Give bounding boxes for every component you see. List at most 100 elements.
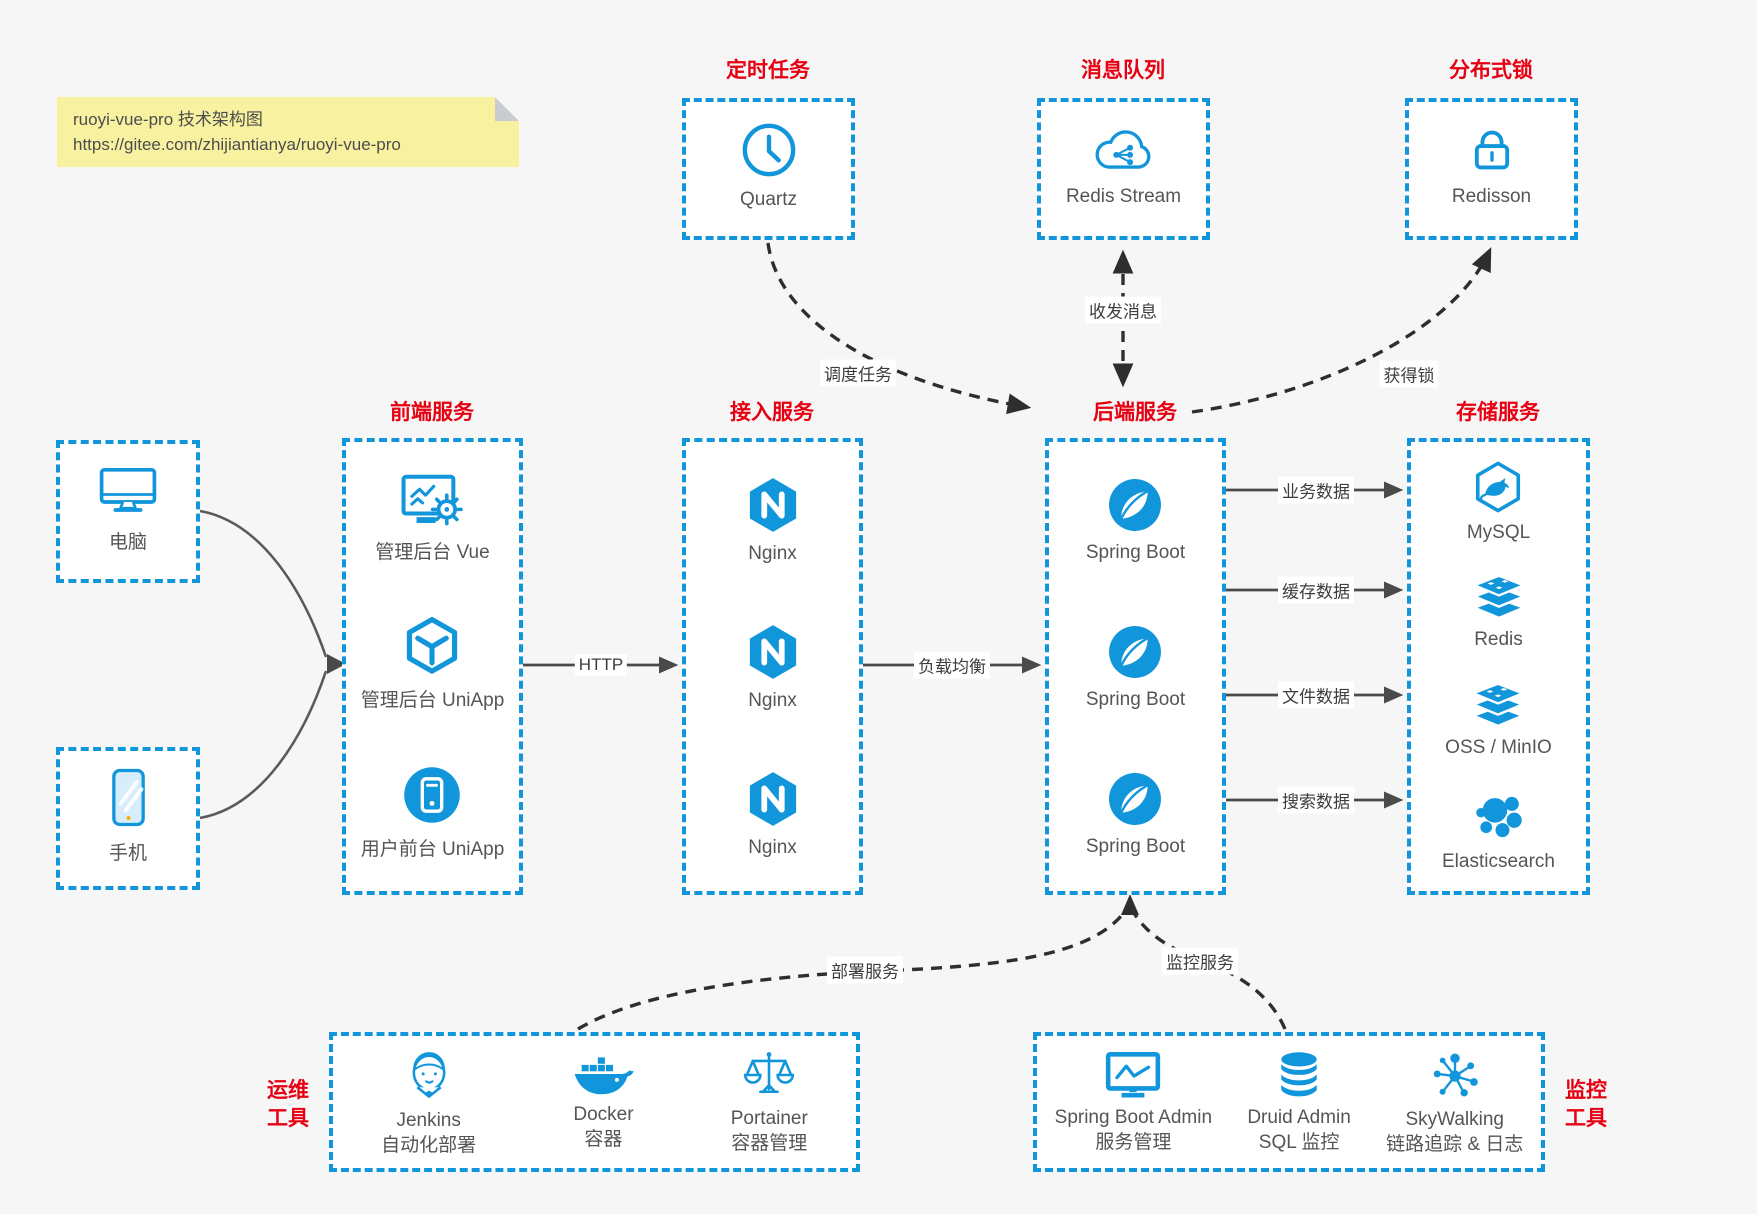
note-url: https://gitee.com/zhijiantianya/ruoyi-vu… [73,135,401,154]
phone-label: 手机 [108,842,147,864]
docker-name: Docker [573,1104,634,1125]
docker-desc: 容器 [584,1129,623,1150]
ops-side-line1: 运维 [267,1079,309,1102]
ops-tools-box: Jenkins 自动化部署 Docker 容器 Portainer 容器管理 [329,1032,860,1172]
mysql-label: MySQL [1466,522,1531,544]
oss-minio-label: OSS / MinIO [1445,736,1552,758]
edge-label-load-balance: 负载均衡 [914,651,990,679]
cube-icon [401,615,463,677]
item-spring-boot-admin: Spring Boot Admin 服务管理 [1055,1050,1212,1155]
redisson-box: Redisson [1405,98,1578,240]
skywalking-name: SkyWalking [1405,1108,1504,1130]
portainer-name: Portainer [730,1107,808,1129]
monitor-tools-box: Spring Boot Admin 服务管理 Druid Admin SQL 监… [1033,1032,1545,1172]
pc-to-frontend-line [199,509,328,658]
monitor-side-line2: 工具 [1565,1107,1607,1130]
item-druid-admin: Druid Admin SQL 监控 [1247,1050,1351,1155]
item-nginx-3: Nginx [743,769,803,859]
node-graph-icon [1428,1048,1482,1102]
edge-label-deploy-service: 部署服务 [827,956,903,984]
item-spring-boot-2: Spring Boot [1086,623,1185,711]
ops-side-line2: 工具 [267,1107,309,1130]
nginx-label-2: Nginx [748,689,797,711]
skywalking-desc: 链路追踪 & 日志 [1386,1133,1524,1155]
item-skywalking: SkyWalking 链路追踪 & 日志 [1386,1048,1523,1157]
clock-icon [740,121,798,179]
monitor-service-curve [1129,907,1287,1030]
mysql-icon [1471,460,1525,514]
quartz-box: Quartz [682,98,855,240]
elasticsearch-icon [1471,787,1527,843]
ops-tools-side-label: 运维 工具 [258,1077,318,1133]
sticky-note: ruoyi-vue-pro 技术架构图 https://gitee.com/zh… [57,97,519,167]
redis-stream-box: Redis Stream [1037,98,1210,240]
title-backend-services: 后端服务 [1093,401,1177,424]
acquire-lock-arrow [1191,247,1492,414]
quartz-label: Quartz [739,189,798,210]
title-access-services: 接入服务 [730,401,814,424]
edge-label-send-receive: 收发消息 [1085,296,1161,324]
druid-desc: SQL 监控 [1258,1131,1340,1153]
smartphone-icon [105,767,152,828]
spring-boot-icon [1106,770,1164,828]
spring-boot-label-3: Spring Boot [1085,835,1186,857]
nginx-label-3: Nginx [748,836,797,858]
elasticsearch-label: Elasticsearch [1442,850,1555,872]
admin-vue-label: 管理后台 Vue [375,541,490,563]
item-redis: Redis [1469,572,1529,651]
user-uniapp-label: 用户前台 UniApp [360,839,505,861]
database-icon [1275,1050,1323,1100]
item-admin-uniapp: 管理后台 UniApp [360,615,505,712]
pc-box: 电脑 [56,440,200,583]
sba-desc: 服务管理 [1095,1131,1172,1153]
edge-label-cache-data: 缓存数据 [1278,576,1354,604]
monitor-tools-side-label: 监控 工具 [1556,1077,1616,1133]
nginx-icon [743,622,803,682]
note-title: ruoyi-vue-pro 技术架构图 [73,110,263,129]
spring-boot-label-1: Spring Boot [1085,541,1186,563]
redisson-label: Redisson [1451,186,1532,207]
item-jenkins: Jenkins 自动化部署 [381,1047,476,1158]
redis-label: Redis [1474,629,1523,651]
redis-stream-label: Redis Stream [1065,185,1182,207]
item-spring-boot-1: Spring Boot [1086,476,1185,564]
jenkins-name: Jenkins [396,1109,461,1131]
title-message-queue: 消息队列 [1081,59,1165,82]
item-nginx-1: Nginx [743,475,803,565]
jenkins-icon [401,1047,457,1103]
title-frontend-services: 前端服务 [390,401,474,424]
item-docker: Docker 容器 [572,1052,634,1152]
sba-name: Spring Boot Admin [1054,1106,1213,1128]
edge-label-monitor-service: 监控服务 [1162,947,1238,975]
edge-label-acquire-lock: 获得锁 [1379,360,1439,388]
item-spring-boot-3: Spring Boot [1086,770,1185,858]
monitor-chart-icon [1104,1050,1162,1100]
item-oss-minio: OSS / MinIO [1445,680,1552,759]
item-mysql: MySQL [1467,460,1530,544]
item-nginx-2: Nginx [743,622,803,712]
edge-label-file-data: 文件数据 [1278,681,1354,709]
nginx-label-1: Nginx [748,542,797,564]
padlock-icon [1465,124,1519,176]
admin-uniapp-label: 管理后台 UniApp [360,690,505,712]
jenkins-desc: 自动化部署 [381,1134,477,1156]
frontend-box: 管理后台 Vue 管理后台 UniApp 用户前台 UniApp [342,438,523,895]
note-fold-cut [495,97,519,121]
portainer-desc: 容器管理 [731,1132,808,1154]
cloud-network-icon [1092,125,1156,176]
spring-boot-label-2: Spring Boot [1085,688,1186,710]
title-distributed-lock: 分布式锁 [1449,59,1533,82]
item-portainer: Portainer 容器管理 [731,1049,808,1156]
edge-label-http: HTTP [574,654,628,676]
item-admin-vue: 管理后台 Vue [375,472,490,564]
monitor-side-line1: 监控 [1565,1079,1607,1102]
scales-icon [742,1049,796,1101]
admin-dashboard-icon [400,472,464,529]
phone-box: 手机 [56,747,200,890]
edge-label-schedule-task: 调度任务 [820,359,896,387]
schedule-task-arrow [766,242,1032,415]
spring-boot-icon [1106,623,1164,681]
phone-to-frontend-line [199,670,328,820]
mobile-app-icon [401,764,463,826]
